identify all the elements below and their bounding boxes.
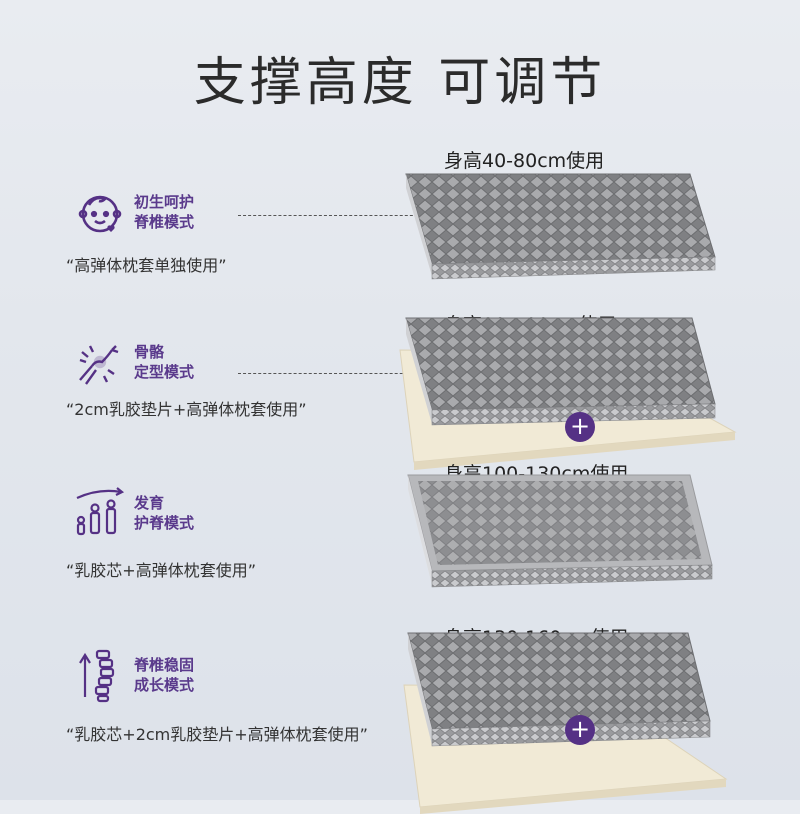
- mode-row-1: 初生呵护 脊椎模式 “高弹体枕套单独使用” 身高40-80cm使用: [0, 140, 800, 310]
- page-title: 支撑高度 可调节: [193, 53, 607, 113]
- mode-label-group: 脊椎稳固 成长模式: [72, 647, 194, 703]
- mode-row-4: 脊椎稳固 成长模式 “乳胶芯+2cm乳胶垫片+高弹体枕套使用” 身高130-16…: [0, 615, 800, 814]
- baby-face-icon: [72, 184, 128, 240]
- mode-name-line2: 护脊模式: [134, 514, 195, 532]
- mode-label-group: 初生呵护 脊椎模式: [72, 184, 194, 240]
- mode-name-line2: 脊椎模式: [134, 213, 195, 231]
- mode-label-group: 骨骼 定型模式: [72, 334, 194, 390]
- pillow-image-full-set: [403, 632, 728, 814]
- usage-note: “乳胶芯+高弹体枕套使用”: [66, 561, 256, 580]
- mode-name-line1: 发育: [134, 494, 165, 512]
- mode-name-line1: 脊椎稳固: [134, 656, 195, 674]
- mode-name-line1: 初生呵护: [134, 193, 195, 211]
- usage-note: “高弹体枕套单独使用”: [66, 256, 227, 275]
- growth-family-icon: [72, 485, 128, 541]
- bone-joint-icon: [72, 334, 128, 390]
- height-range-label: 身高40-80cm使用: [444, 150, 605, 172]
- mode-row-2: 骨骼 定型模式 “2cm乳胶垫片+高弹体枕套使用” 身高80-100cm使用 +: [0, 300, 800, 470]
- mode-name-line1: 骨骼: [134, 343, 165, 361]
- mode-row-3: 发育 护脊模式 “乳胶芯+高弹体枕套使用” 身高100-130cm使用: [0, 455, 800, 625]
- mode-name-line2: 成长模式: [134, 676, 195, 694]
- add-layer-plus-icon: +: [565, 412, 595, 442]
- add-layer-plus-icon: +: [565, 715, 595, 745]
- spine-icon: [72, 647, 128, 703]
- usage-note: “2cm乳胶垫片+高弹体枕套使用”: [66, 400, 307, 419]
- usage-note: “乳胶芯+2cm乳胶垫片+高弹体枕套使用”: [66, 725, 368, 744]
- pillow-image-latex-pad: [399, 317, 737, 470]
- connector-dashed-line: [238, 215, 428, 216]
- connector-dashed-line: [238, 373, 428, 374]
- pillow-image-latex-core: [407, 474, 713, 588]
- pillow-image-elastic: [405, 173, 716, 280]
- mode-label-group: 发育 护脊模式: [72, 485, 194, 541]
- mode-name-line2: 定型模式: [134, 363, 195, 381]
